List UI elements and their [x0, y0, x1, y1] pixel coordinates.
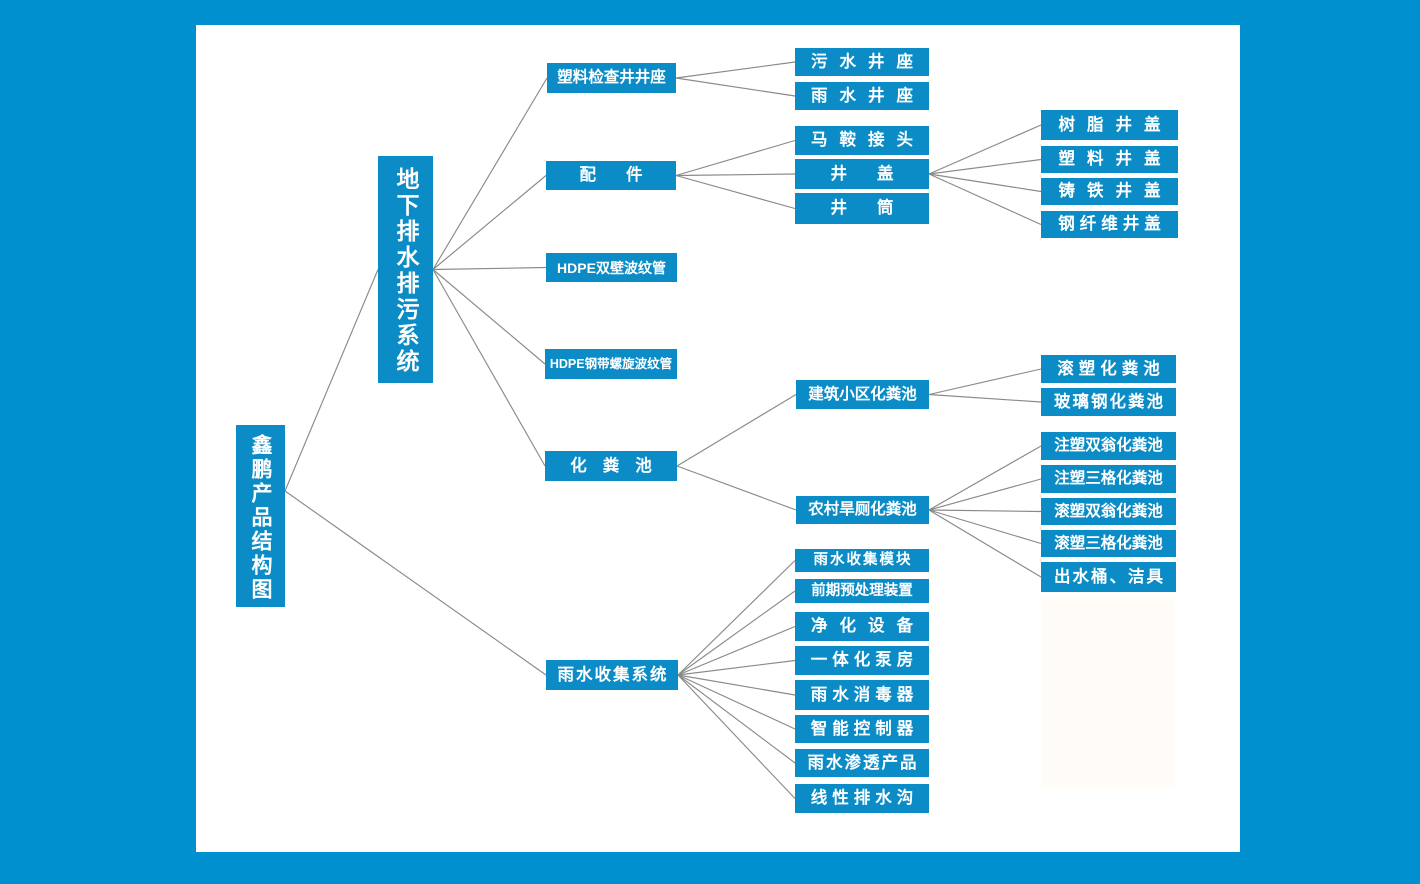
node-outlet-bucket: 出水桶、洁具	[1041, 562, 1176, 592]
node-saddle-joint: 马鞍接头	[795, 126, 929, 155]
node-rural-septic: 农村旱厕化粪池	[796, 496, 929, 524]
node-castiron-cover: 铸铁井盖	[1041, 178, 1178, 205]
node-linear-drain: 线性排水沟	[795, 784, 929, 813]
watermark-remnant	[1042, 597, 1174, 787]
node-resin-cover: 树脂井盖	[1041, 110, 1178, 140]
node-disinfector: 雨水消毒器	[795, 680, 929, 710]
node-inspection-base: 塑料检查井井座	[547, 63, 676, 93]
node-steelfiber-cover: 钢纤维井盖	[1041, 211, 1178, 238]
node-community-septic: 建筑小区化粪池	[796, 380, 929, 409]
node-frp-septic: 玻璃钢化粪池	[1041, 388, 1176, 416]
node-rain-module: 雨水收集模块	[795, 549, 929, 572]
node-well-shaft: 井筒	[795, 193, 929, 224]
node-rainwater-system: 雨水收集系统	[546, 660, 678, 690]
node-roto-double-septic: 滚塑双翁化粪池	[1041, 498, 1176, 525]
node-roto-three-septic: 滚塑三格化粪池	[1041, 530, 1176, 557]
node-pretreatment: 前期预处理装置	[795, 579, 929, 603]
node-well-cover: 井盖	[795, 159, 929, 189]
node-plastic-cover: 塑料井盖	[1041, 146, 1178, 173]
node-pump-house: 一体化泵房	[795, 646, 929, 675]
node-roto-septic: 滚塑化粪池	[1041, 355, 1176, 383]
node-smart-controller: 智能控制器	[795, 715, 929, 743]
node-underground: 地下排水排污系统	[378, 156, 433, 383]
node-hdpe-double-wall: HDPE双壁波纹管	[546, 253, 677, 282]
node-hdpe-steel-belt: HDPE钢带螺旋波纹管	[545, 349, 677, 379]
node-septic: 化粪池	[545, 451, 677, 481]
node-purification: 净化设备	[795, 612, 929, 641]
node-root: 鑫鹏产品结构图	[236, 425, 285, 607]
node-sewage-base: 污水井座	[795, 48, 929, 76]
node-rain-base: 雨水井座	[795, 82, 929, 110]
node-inj-double-septic: 注塑双翁化粪池	[1041, 432, 1176, 460]
node-inj-three-septic: 注塑三格化粪池	[1041, 465, 1176, 493]
node-fittings: 配件	[546, 161, 676, 190]
node-infiltration: 雨水渗透产品	[795, 749, 929, 777]
